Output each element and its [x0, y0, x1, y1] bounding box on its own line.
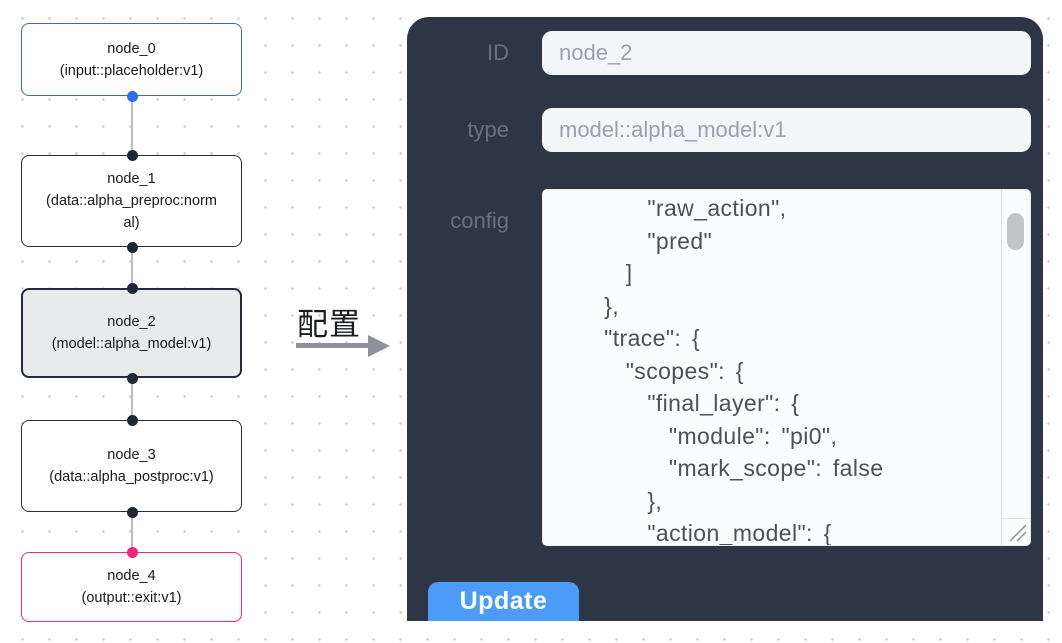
node-title: node_0 — [107, 40, 156, 57]
config-json-text[interactable]: "raw_action", "pred" ] }, "trace": { "sc… — [604, 195, 884, 546]
node-subtitle: (data::alpha_postproc:v1) — [49, 469, 214, 485]
flow-node-node_1[interactable]: node_1 (data::alpha_preproc:normal) — [21, 155, 242, 247]
node-subtitle: (output::exit:v1) — [81, 590, 182, 606]
flow-node-node_0[interactable]: node_0 (input::placeholder:v1) — [21, 23, 242, 96]
type-input[interactable] — [542, 108, 1031, 152]
type-field-label: type — [467, 117, 509, 142]
edge-node2-node3 — [131, 378, 133, 420]
node-config-panel: ID type config "raw_action", "pred" ] },… — [407, 17, 1043, 621]
port-node4-input[interactable] — [126, 546, 138, 558]
config-scrollbar-track[interactable] — [1001, 190, 1030, 518]
port-node2-input[interactable] — [126, 282, 138, 294]
node-title: node_4 — [107, 568, 156, 584]
port-node0-output[interactable] — [126, 90, 138, 102]
node-title: node_2 — [107, 314, 156, 330]
port-node2-output[interactable] — [126, 372, 138, 384]
node-subtitle: (input::placeholder:v1) — [59, 62, 204, 79]
textarea-resize-grip-icon[interactable] — [1001, 518, 1030, 545]
id-field-label: ID — [487, 40, 509, 65]
flow-node-node_3[interactable]: node_3 (data::alpha_postproc:v1) — [21, 420, 242, 512]
port-node1-input[interactable] — [126, 149, 138, 161]
node-subtitle: (model::alpha_model:v1) — [51, 336, 212, 352]
id-input[interactable] — [542, 31, 1031, 75]
right-arrow-icon — [296, 343, 370, 348]
node-subtitle: (data::alpha_preproc:normal) — [46, 193, 217, 231]
update-button[interactable]: Update — [428, 582, 579, 621]
edge-node3-node4 — [131, 512, 133, 552]
node-title: node_1 — [107, 171, 156, 187]
flow-node-node_4[interactable]: node_4 (output::exit:v1) — [21, 552, 242, 622]
config-scrollbar-thumb[interactable] — [1007, 213, 1024, 250]
flow-node-node_2-selected[interactable]: node_2 (model::alpha_model:v1) — [21, 288, 242, 378]
port-node1-output[interactable] — [126, 241, 138, 253]
configure-label: 配置 — [297, 307, 361, 342]
edge-node0-node1 — [131, 96, 133, 155]
right-arrow-head-icon — [368, 334, 390, 357]
config-field-label: config — [450, 208, 509, 233]
node-title: node_3 — [107, 447, 156, 463]
port-node3-output[interactable] — [126, 506, 138, 518]
config-textarea[interactable]: "raw_action", "pred" ] }, "trace": { "sc… — [542, 189, 1031, 546]
port-node3-input[interactable] — [126, 414, 138, 426]
edge-node1-node2 — [131, 247, 133, 288]
